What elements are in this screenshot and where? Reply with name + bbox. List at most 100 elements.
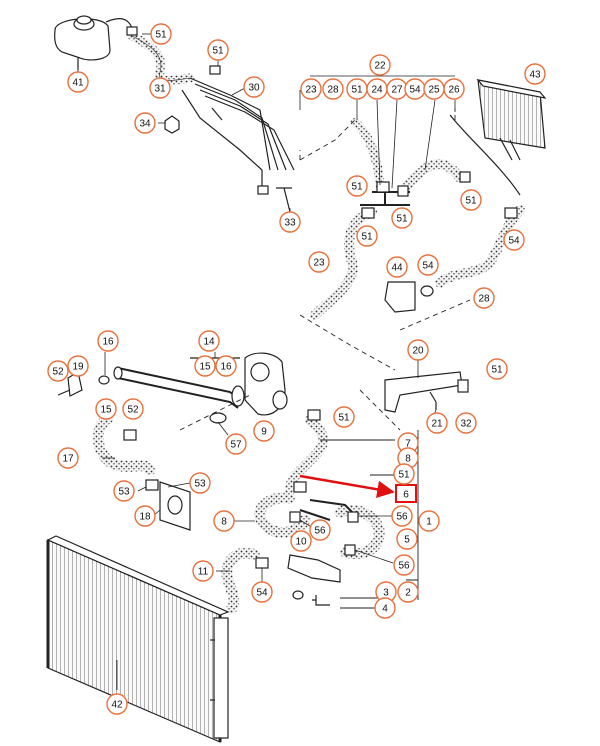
- mounting-bracket: [384, 371, 469, 413]
- callout-circle: [192, 560, 214, 582]
- callout-28: 28: [473, 287, 495, 309]
- callout-circle: [503, 229, 525, 251]
- callout-53: 53: [113, 480, 135, 502]
- callout-circle: [290, 530, 312, 552]
- callout-15: 15: [95, 398, 117, 420]
- callout-51: 51: [333, 406, 355, 428]
- callout-number: 28: [478, 294, 490, 305]
- callout-circle: [207, 39, 229, 61]
- callout-number: 24: [371, 85, 383, 96]
- callout-circle: [97, 330, 119, 352]
- expansion-tank: [54, 15, 133, 70]
- callout-51: 51: [486, 358, 508, 380]
- callout-41: 41: [67, 71, 89, 93]
- callout-number: 16: [102, 337, 114, 348]
- callout-circle: [407, 339, 429, 361]
- callout-circle: [397, 581, 419, 603]
- callout-51: 51: [346, 175, 368, 197]
- callout-number: 43: [529, 70, 541, 81]
- clamp-icon: [126, 26, 138, 36]
- callout-10: 10: [290, 530, 312, 552]
- hose-7: [285, 415, 329, 495]
- callout-circle: [346, 175, 368, 197]
- callout-circle: [455, 412, 477, 434]
- callout-number: 5: [404, 535, 410, 546]
- callout-number: 1: [426, 517, 432, 528]
- callout-circle: [279, 211, 301, 233]
- callout-27: 27: [386, 78, 408, 100]
- callout-number: 8: [405, 454, 411, 465]
- callout-34: 34: [134, 112, 156, 134]
- callout-circle: [417, 254, 439, 276]
- callout-56: 56: [391, 505, 413, 527]
- callout-circle: [426, 412, 448, 434]
- callout-56: 56: [393, 554, 415, 576]
- hose-5: [334, 504, 385, 559]
- clamp-icon: [209, 65, 221, 75]
- callout-circle: [386, 256, 408, 278]
- callout-5: 5: [396, 528, 418, 550]
- callout-number: 51: [396, 214, 408, 225]
- callout-number: 16: [220, 362, 232, 373]
- callout-circle: [95, 398, 117, 420]
- callout-number: 2: [405, 588, 411, 599]
- callout-54: 54: [417, 254, 439, 276]
- callout-circle: [198, 330, 220, 352]
- callout-number: 21: [431, 419, 443, 430]
- callout-circle: [393, 463, 415, 485]
- callout-number: 51: [338, 413, 350, 424]
- callout-circle: [473, 287, 495, 309]
- callout-19: 19: [67, 355, 89, 377]
- callout-number: 28: [327, 85, 339, 96]
- callout-number: 10: [295, 537, 307, 548]
- callout-circle: [369, 54, 391, 76]
- hose-28: [435, 205, 525, 288]
- callout-number: 31: [154, 84, 166, 95]
- callout-circle: [253, 420, 275, 442]
- callout-14: 14: [198, 330, 220, 352]
- callout-number: 17: [62, 454, 74, 465]
- callout-circle: [150, 23, 172, 45]
- callout-circle: [524, 63, 546, 85]
- callout-circle: [225, 433, 247, 455]
- callout-number: 56: [314, 526, 326, 537]
- hose-17: [92, 412, 156, 476]
- callout-number: 4: [382, 604, 388, 615]
- callout-circle: [134, 112, 156, 134]
- callout-22: 22: [369, 54, 391, 76]
- callout-circle: [106, 693, 128, 715]
- callout-number: 56: [398, 561, 410, 572]
- callout-2: 2: [397, 581, 419, 603]
- callout-31: 31: [149, 77, 171, 99]
- callout-circle: [213, 510, 235, 532]
- highlighted-part-6[interactable]: 6: [395, 484, 417, 503]
- callout-57: 57: [225, 433, 247, 455]
- oil-cooler: [159, 481, 191, 531]
- callout-26: 26: [443, 78, 465, 100]
- callout-number: 51: [491, 365, 503, 376]
- callout-53: 53: [189, 472, 211, 494]
- callout-20: 20: [407, 339, 429, 361]
- hose-26: [449, 114, 521, 196]
- highlighted-part-label: 6: [403, 490, 409, 501]
- callout-circle: [122, 398, 144, 420]
- callout-number: 23: [313, 258, 325, 269]
- callout-circle: [189, 472, 211, 494]
- callout-52: 52: [122, 398, 144, 420]
- callout-circle: [308, 251, 330, 273]
- callout-number: 51: [155, 30, 167, 41]
- callout-number: 26: [448, 85, 460, 96]
- callout-30: 30: [243, 76, 265, 98]
- callout-circle: [300, 78, 322, 100]
- callout-24: 24: [366, 78, 388, 100]
- callout-17: 17: [57, 447, 79, 469]
- callout-circle: [396, 528, 418, 550]
- callout-number: 54: [508, 236, 520, 247]
- hose-24: [350, 117, 385, 190]
- callout-number: 44: [391, 263, 403, 274]
- callout-number: 19: [72, 362, 84, 373]
- callout-51: 51: [393, 463, 415, 485]
- callout-number: 52: [127, 405, 139, 416]
- callout-circle: [47, 360, 69, 382]
- callout-number: 9: [261, 427, 267, 438]
